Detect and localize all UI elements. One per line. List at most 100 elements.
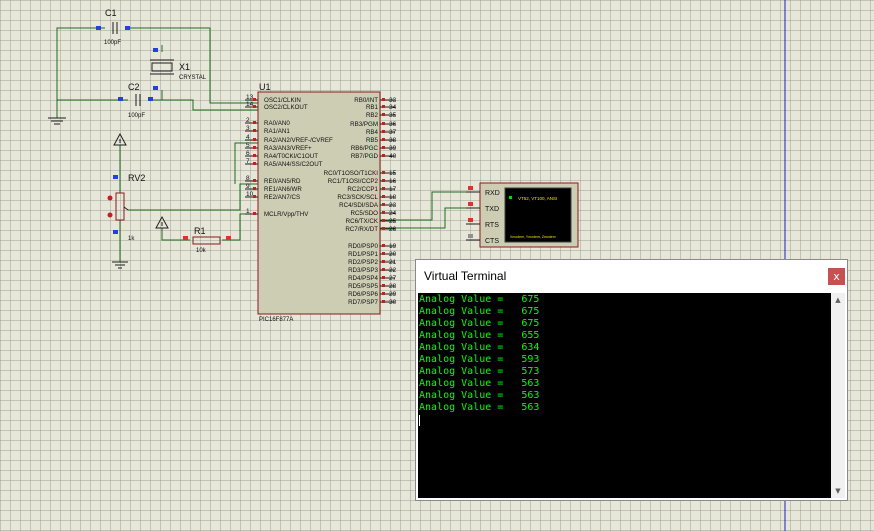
u1-pin-name: RD0/PSP0 [348, 243, 378, 250]
u1-pin-number: 40 [389, 153, 397, 160]
u1-pin-name: RD7/PSP7 [348, 299, 378, 306]
u1-pin-number: 16 [389, 178, 397, 185]
u1-pin-name: OSC2/CLKOUT [264, 104, 308, 111]
u1-pin-name: RC5/SDO [350, 210, 378, 217]
u1-pin-name: RE2/AN7/CS [264, 194, 300, 201]
c1-ref: C1 [105, 8, 117, 18]
u1-pin-number: 20 [389, 251, 397, 258]
scroll-up-icon[interactable]: ▲ [835, 296, 841, 304]
u1-pin-number: 21 [389, 259, 397, 266]
u1-pin-name: RB7/PGD [351, 153, 379, 160]
u1-pin-number: 30 [389, 299, 397, 306]
terminal-line: Analog Value = 563 [419, 390, 540, 401]
u1-pin-number: 5 [246, 142, 250, 149]
u1-pin-name: RB2 [366, 112, 379, 119]
u1-pin-name: RA3/AN3/VREF+ [264, 145, 312, 152]
vterm-pin-label: CTS [485, 238, 499, 245]
u1-pin-name: RC0/T1OSO/T1CKI [324, 170, 379, 177]
u1-pin-name: RD4/PSP4 [348, 275, 378, 282]
vterm-display-bottom: Xmodem, Ymodem, Zmodem [510, 235, 556, 239]
ground-icon [48, 117, 128, 269]
x1-ref: X1 [179, 62, 190, 72]
terminal-line: Analog Value = 634 [419, 342, 540, 353]
u1-pin-number: 19 [389, 243, 397, 250]
terminal-line: Analog Value = 563 [419, 402, 540, 413]
potentiometer-rv2[interactable]: RV2 1k [107, 173, 146, 242]
u1-pin-name: RE0/AN5/RD [264, 178, 301, 185]
u1-pin-number: 22 [389, 267, 397, 274]
u1-pin-name: RB3/PGM [350, 121, 378, 128]
crystal-x1[interactable]: X1 CRYSTAL [150, 48, 207, 90]
close-button[interactable]: x [828, 268, 845, 285]
r1-value: 10k [196, 248, 207, 254]
u1-pin-number: 3 [246, 125, 250, 132]
r1-ref: R1 [194, 226, 206, 236]
terminal-line: Analog Value = 593 [419, 354, 540, 365]
u1-pin-name: RD2/PSP2 [348, 259, 378, 266]
u1-pin-name: RA2/AN2/VREF-/CVREF [264, 137, 333, 144]
vt-title: Virtual Terminal [424, 269, 507, 283]
u1-pin-number: 10 [246, 191, 254, 198]
u1-pin-number: 39 [389, 145, 397, 152]
u1-pin-number: 29 [389, 291, 397, 298]
capacitor-c1[interactable]: C1 100pF [96, 8, 130, 46]
terminal-line: Analog Value = 563 [419, 378, 540, 389]
u1-pin-number: 27 [389, 275, 397, 282]
u1-pin-number: 17 [389, 186, 397, 193]
u1-pin-number: 7 [246, 158, 250, 165]
u1-pin-number: 23 [389, 202, 397, 209]
terminal-line: Analog Value = 655 [419, 330, 540, 341]
u1-pin-number: 9 [246, 183, 250, 190]
u1-pin-name: RA4/T0CKI/C1OUT [264, 153, 318, 160]
u1-pin-number: 8 [246, 175, 250, 182]
u1-pin-name: OSC1/CLKIN [264, 97, 301, 104]
u1-pin-number: 14 [246, 101, 254, 108]
resistor-r1[interactable]: R1 10k [183, 226, 231, 254]
vterm-pin-label: RTS [485, 222, 499, 229]
capacitor-c2[interactable]: C2 100pF [118, 82, 153, 119]
u1-pin-number: 2 [246, 117, 250, 124]
vt-scrollbar[interactable]: ▲ ▼ [831, 293, 845, 498]
vterm-display-top: VT52, VT100, ANSI [518, 196, 557, 201]
u1-pin-number: 28 [389, 283, 397, 290]
u1-pin-number: 33 [389, 97, 397, 104]
u1-pin-name: RA1/AN1 [264, 128, 290, 135]
u1-pin-name: RB6/PGC [351, 145, 379, 152]
rv2-value: 1k [128, 236, 135, 242]
u1-pin-number: 6 [246, 150, 250, 157]
scroll-down-icon[interactable]: ▼ [835, 487, 841, 495]
u1-pin-name: RC1/T1OSI/CCP2 [328, 178, 379, 185]
terminal-line: Analog Value = 675 [419, 306, 540, 317]
vt-titlebar[interactable]: Virtual Terminal x [416, 260, 847, 293]
u1-pin-number: 36 [389, 121, 397, 128]
u1-pin-number: 26 [389, 226, 397, 233]
terminal-line: Analog Value = 573 [419, 366, 540, 377]
u1-pin-number: 13 [246, 94, 254, 101]
u1-pin-number: 18 [389, 194, 397, 201]
u1-pin-name: RE1/AN6/WR [264, 186, 302, 193]
u1-pin-number: 24 [389, 210, 397, 217]
rv2-ref: RV2 [128, 173, 145, 183]
u1-pin-number: 34 [389, 104, 397, 111]
u1-pin-name: RB0/INT [354, 97, 378, 104]
u1-pin-name: RB1 [366, 104, 379, 111]
u1-pin-number: 37 [389, 129, 397, 136]
u1-pin-number: 25 [389, 218, 397, 225]
power-terminal-icon [113, 132, 169, 229]
u1-left-pins: OSC1/CLKIN13OSC2/CLKOUT14RA0/AN02RA1/AN1… [245, 94, 333, 218]
u1-pin-name: RC4/SDI/SDA [339, 202, 379, 209]
u1-pin-number: 38 [389, 137, 397, 144]
u1-part: PIC16F877A [259, 317, 293, 323]
c2-ref: C2 [128, 82, 140, 92]
u1-pin-name: RC3/SCK/SCL [337, 194, 378, 201]
virtual-terminal-part[interactable]: VT52, VT100, ANSI Xmodem, Ymodem, Zmodem… [466, 182, 579, 248]
microcontroller-u1[interactable]: U1 PIC16F877A OSC1/CLKIN13OSC2/CLKOUT14R… [245, 82, 397, 323]
text-cursor [419, 415, 420, 426]
u1-pin-name: RD3/PSP3 [348, 267, 378, 274]
